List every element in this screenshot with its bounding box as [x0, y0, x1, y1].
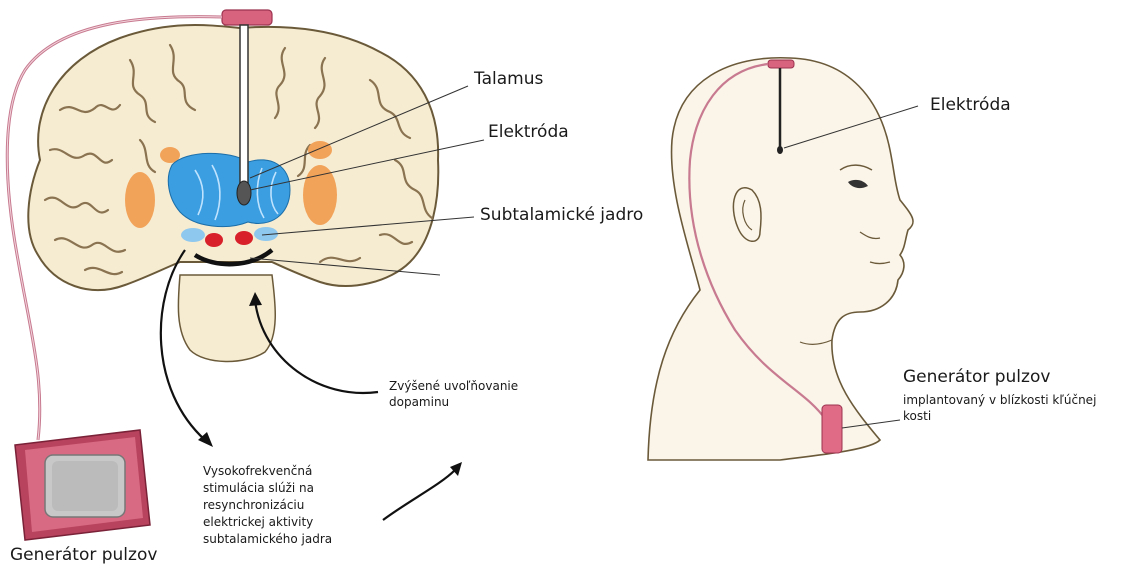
label-stim-line4: elektrickej aktivity	[203, 514, 332, 531]
label-stim-line2: stimulácia slúži na	[203, 480, 332, 497]
label-stim-line3: resynchronizáciu	[203, 497, 332, 514]
label-dopamin-line2: dopaminu	[389, 394, 518, 410]
label-dopamin-line1: Zvýšené uvoľňovanie	[389, 378, 518, 394]
putamen-left	[125, 172, 155, 228]
label-generator-right-sub: implantovaný v blízkosti kľúčnej kosti	[903, 392, 1096, 424]
stn-right	[235, 231, 253, 245]
label-elektroda-brain: Elektróda	[488, 122, 569, 142]
label-generator-right-sub1: implantovaný v blízkosti kľúčnej	[903, 392, 1096, 408]
burr-hole-cap	[222, 10, 272, 25]
globus-left	[181, 228, 205, 242]
label-stimulation: Vysokofrekvenčná stimulácia slúži na res…	[203, 463, 332, 548]
label-talamus: Talamus	[474, 69, 543, 89]
head-burr-cap	[768, 60, 794, 68]
caudate-right	[308, 141, 332, 159]
label-subtalamicke-jadro: Subtalamické jadro	[480, 205, 643, 225]
label-generator-left: Generátor pulzov	[10, 545, 157, 565]
label-dopamin: Zvýšené uvoľňovanie dopaminu	[389, 378, 518, 410]
label-stim-line1: Vysokofrekvenčná	[203, 463, 332, 480]
label-generator-right: Generátor pulzov	[903, 367, 1050, 387]
label-generator-right-sub2: kosti	[903, 408, 1096, 424]
brainstem	[178, 275, 275, 362]
head-profile	[648, 58, 918, 460]
putamen-right	[303, 165, 337, 225]
pulse-generator-left	[15, 430, 150, 540]
electrode-shaft	[240, 25, 248, 190]
stn-left	[205, 233, 223, 247]
label-stim-line5: subtalamického jadra	[203, 531, 332, 548]
electrode-tip	[237, 181, 251, 205]
label-elektroda-head: Elektróda	[930, 95, 1011, 115]
pulse-generator-right	[822, 405, 842, 453]
